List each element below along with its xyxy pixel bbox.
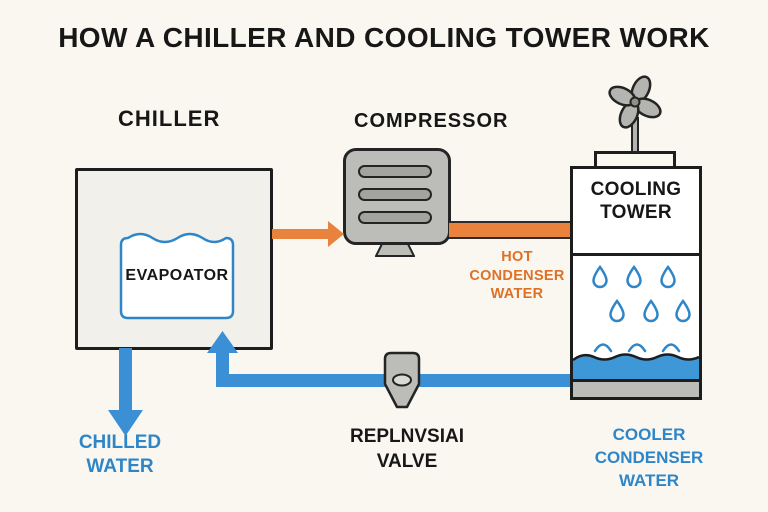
- spray-icon: [661, 343, 681, 353]
- fan-icon: [608, 75, 662, 153]
- tower-base: [573, 379, 699, 397]
- evaporator-label: EVAPOATOR: [125, 267, 229, 284]
- condenser-return-pipe-riser: [216, 352, 229, 380]
- chilled-water-pipe: [119, 348, 132, 412]
- evaporator-outline: [119, 232, 235, 320]
- valve-icon: [383, 351, 421, 409]
- valve-label: REPLNVSIAI VALVE: [342, 424, 472, 474]
- valve-label-line1: REPLNVSIAI: [349, 426, 465, 447]
- cooler-condenser-water-label: COOLER CONDENSER WATER: [586, 423, 712, 492]
- compressor-label: COMPRESSOR: [354, 110, 509, 132]
- cooling-tower-label: COOLING TOWER: [573, 178, 699, 224]
- hot-condenser-water-label: HOT CONDENSER WATER: [462, 248, 572, 304]
- chilled-water-label: CHILLED WATER: [62, 431, 178, 479]
- tower-water: [573, 353, 699, 380]
- droplet-icon: [592, 264, 608, 289]
- chiller-box: EVAPOATOR: [75, 168, 273, 350]
- cooling-tower-label-line2: TOWER: [600, 202, 672, 223]
- tower-divider: [573, 253, 699, 256]
- return-flow-arrow-icon: [207, 331, 238, 353]
- hot-flow-arrow-icon: [272, 221, 344, 247]
- hot-label-line3: WATER: [490, 286, 544, 302]
- spray-icon: [593, 343, 613, 353]
- chilled-label-line1: CHILLED: [78, 432, 162, 453]
- droplet-icon: [609, 298, 625, 323]
- evaporator-wavy-box: [119, 232, 235, 320]
- spray-icon: [627, 343, 647, 353]
- compressor-foot: [375, 243, 415, 257]
- chilled-water-arrow-icon: [108, 410, 143, 436]
- chiller-label: CHILLER: [118, 106, 221, 131]
- compressor-slot: [358, 165, 432, 178]
- compressor-body: [343, 148, 451, 245]
- diagram-title: HOW A CHILLER AND COOLING TOWER WORK: [58, 22, 710, 53]
- cooling-tower: COOLING TOWER: [570, 166, 702, 400]
- hot-condenser-pipe: [449, 221, 572, 239]
- hot-label-line1: HOT: [501, 249, 533, 265]
- compressor-slot: [358, 211, 432, 224]
- chilled-label-line2: WATER: [86, 456, 154, 477]
- cooler-label-line2: CONDENSER: [594, 448, 704, 467]
- droplet-icon: [626, 264, 642, 289]
- hot-label-line2: CONDENSER: [469, 267, 565, 284]
- droplet-icon: [675, 298, 691, 323]
- valve-label-line2: VALVE: [376, 451, 438, 472]
- droplet-icon: [660, 264, 676, 289]
- cooler-label-line1: COOLER: [612, 425, 686, 444]
- droplet-icon: [643, 298, 659, 323]
- cooling-tower-label-line1: COOLING: [590, 179, 682, 200]
- droplet-icons: [592, 264, 691, 353]
- compressor-slot: [358, 188, 432, 201]
- cooler-label-line3: WATER: [618, 471, 680, 490]
